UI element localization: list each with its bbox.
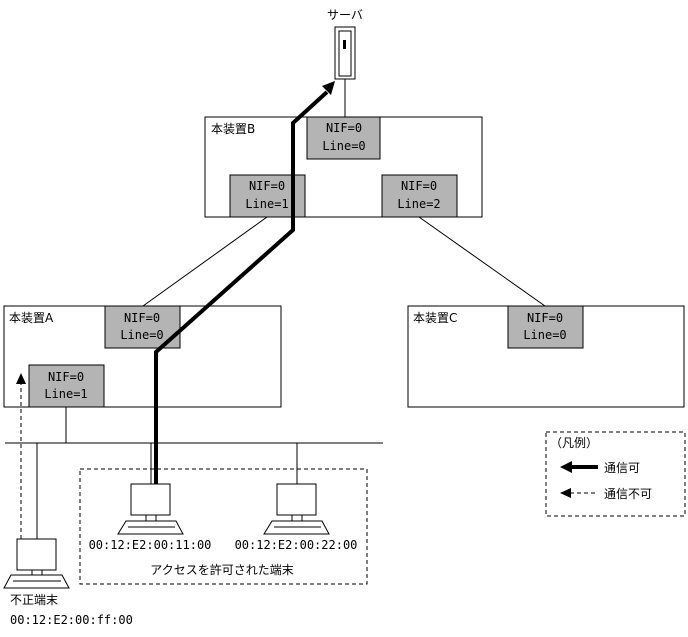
device-a-nif-bottom [28,364,105,408]
server-label: サーバ [327,8,363,22]
device-b-nif-right-nif: NIF=0 [401,179,437,193]
allowed-path [154,90,329,484]
legend-denied-arrowhead [560,488,571,498]
device-b-nif-top [306,116,381,160]
legend-title: （凡例） [550,436,598,450]
device-a-nif-bottom-nif: NIF=0 [48,370,84,384]
device-b-nif-left-nif: NIF=0 [249,179,285,193]
device-c-nif-top-line: Line=0 [523,328,566,342]
allowed-terminals-label: アクセスを許可された端末 [150,563,293,577]
device-b-nif-top-line: Line=0 [322,139,365,153]
legend-denied-label: 通信不可 [604,487,652,501]
device-a-label: 本装置A [9,311,54,325]
server-icon [334,26,356,80]
blocked-path-arrowhead [16,373,26,384]
link-b-a [142,216,268,307]
device-b-nif-right [381,174,458,218]
terminal-1-mac: 00:12:E2:00:11:00 [89,538,212,552]
link-b-c [418,216,546,307]
device-a-nif-top-line: Line=0 [120,328,163,342]
device-b-nif-top-nif: NIF=0 [326,121,362,135]
device-b-nif-left-line: Line=1 [245,197,288,211]
legend-allowed-arrowhead [560,461,572,473]
unauthorized-terminal-icon [3,538,70,589]
device-a-nif-bottom-line: Line=1 [44,387,87,401]
unauthorized-terminal-mac: 00:12:E2:00:ff:00 [10,613,133,627]
legend-allowed-label: 通信可 [604,461,640,475]
terminal-2-icon [263,483,330,535]
device-b-label: 本装置B [211,122,255,136]
device-b-nif-right-line: Line=2 [397,197,440,211]
allowed-terminals-group [79,468,368,585]
unauthorized-terminal-label: 不正端末 [10,593,58,607]
terminal-1-icon [117,483,184,535]
allowed-path-arrowhead [322,81,335,95]
device-a-nif-top-nif: NIF=0 [124,311,160,325]
terminal-2-mac: 00:12:E2:00:22:00 [235,538,358,552]
device-c-nif-top-nif: NIF=0 [527,311,563,325]
device-c-nif-top [507,305,584,349]
device-c-label: 本装置C [413,311,457,325]
